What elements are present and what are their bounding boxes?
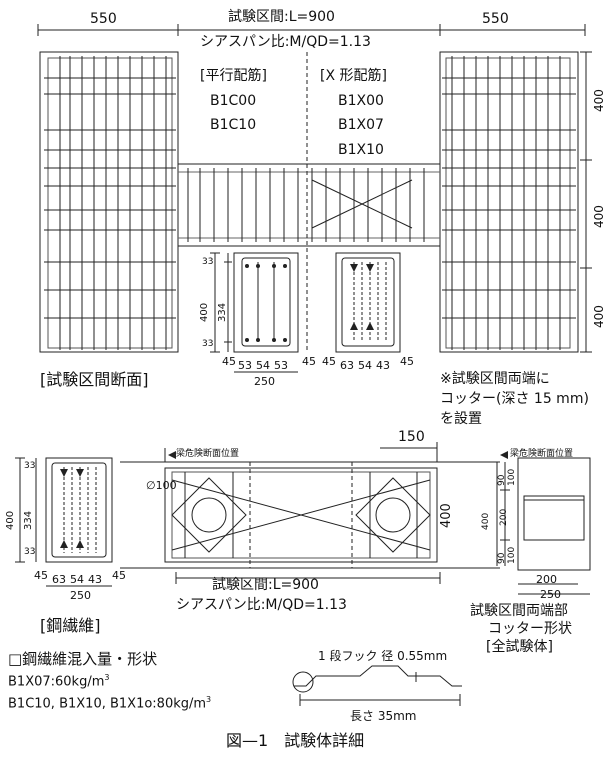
right-stub bbox=[439, 51, 579, 353]
sec2-w2: 54 bbox=[358, 359, 372, 372]
fiber-heading: □鋼繊維混入量・形状 bbox=[8, 650, 158, 668]
sec-d33a: 33 bbox=[202, 257, 214, 267]
x-head: [X 形配筋] bbox=[320, 68, 387, 84]
sec-d33b: 33 bbox=[202, 339, 214, 349]
dim-400-elev: 400 bbox=[439, 503, 454, 528]
note-line-2: コッター(深さ 15 mm) bbox=[440, 391, 589, 407]
cotter-caption-3: [全試験体] bbox=[486, 639, 553, 655]
fiber-line-2: B1C10, B1X10, B1X1o:80kg/m3 bbox=[8, 695, 212, 712]
sf-d400: 400 bbox=[5, 510, 16, 530]
steel-fiber-section bbox=[15, 457, 113, 587]
sec2-w3: 43 bbox=[376, 359, 390, 372]
note-line-1: ※試験区間両端に bbox=[440, 371, 550, 387]
sf-w1: 63 bbox=[52, 573, 66, 586]
cotter-d90a: 90 bbox=[497, 474, 507, 486]
caption-section: [試験区間断面] bbox=[40, 370, 149, 389]
sf-d33a: 33 bbox=[24, 461, 36, 471]
sf-total: 250 bbox=[70, 589, 91, 602]
shear-span-bottom: シアスパン比:M/QD=1.13 bbox=[176, 597, 347, 613]
sec-left-45r: 45 bbox=[302, 355, 316, 368]
dim-right-550: 550 bbox=[482, 11, 509, 27]
cotter-d200: 200 bbox=[499, 508, 509, 526]
sec-d334: 334 bbox=[217, 302, 228, 322]
sec-left-45: 45 bbox=[222, 355, 236, 368]
sec-total: 250 bbox=[254, 375, 275, 388]
cotter-w250: 250 bbox=[540, 588, 561, 601]
sf-w3: 43 bbox=[88, 573, 102, 586]
cotter-w200: 200 bbox=[536, 573, 557, 586]
test-zone-bottom: 試験区間:L=900 bbox=[212, 577, 319, 593]
sec2-right-45: 45 bbox=[400, 355, 414, 368]
dim-right-400-a: 400 bbox=[592, 89, 606, 112]
test-zone-beam bbox=[178, 52, 440, 352]
test-zone-elevation bbox=[120, 442, 500, 584]
cotter-d90b: 90 bbox=[497, 552, 507, 564]
cotter-d100a: 100 bbox=[507, 468, 517, 486]
figure-caption: 図—1 試験体詳細 bbox=[226, 731, 365, 750]
section-parallel bbox=[210, 252, 299, 373]
sf-w2: 54 bbox=[70, 573, 84, 586]
test-zone-top: 試験区間:L=900 bbox=[228, 9, 335, 25]
sec-w3: 53 bbox=[274, 359, 288, 372]
sf-45l: 45 bbox=[34, 569, 48, 582]
fiber-hook-label: 1 段フック 径 0.55mm bbox=[318, 649, 448, 663]
x-item-2: B1X07 bbox=[338, 117, 384, 133]
sec-w2: 54 bbox=[256, 359, 270, 372]
sf-d334: 334 bbox=[23, 510, 34, 530]
parallel-head: [平行配筋] bbox=[200, 68, 267, 84]
sf-45r: 45 bbox=[112, 569, 126, 582]
fiber-line-1: B1X07:60kg/m3 bbox=[8, 673, 110, 690]
cotter-danger-label: 梁危険断面位置 bbox=[510, 449, 574, 459]
dim-right-400-c: 400 bbox=[592, 305, 606, 328]
x-item-3: B1X10 bbox=[338, 142, 384, 158]
left-stub bbox=[39, 51, 179, 353]
steel-fiber-hook bbox=[292, 665, 462, 706]
sec2-w1: 63 bbox=[340, 359, 354, 372]
cotter-d100b: 100 bbox=[507, 546, 517, 564]
cotter-caption-2: コッター形状 bbox=[488, 621, 572, 637]
danger-section-label: 梁危険断面位置 bbox=[176, 449, 240, 459]
cotter-d400: 400 bbox=[481, 512, 491, 530]
shear-span-top: シアスパン比:M/QD=1.13 bbox=[200, 34, 371, 50]
sec2-left-45: 45 bbox=[322, 355, 336, 368]
cotter-caption-1: 試験区間両端部 bbox=[470, 603, 568, 619]
x-item-1: B1X00 bbox=[338, 93, 384, 109]
hole-diameter: ∅100 bbox=[146, 479, 177, 492]
cotter-shape bbox=[496, 457, 591, 595]
dim-150: 150 bbox=[398, 429, 425, 445]
fiber-length-label: 長さ 35mm bbox=[350, 709, 417, 723]
parallel-item-1: B1C00 bbox=[210, 93, 257, 109]
sf-d33b: 33 bbox=[24, 547, 36, 557]
sec-d400: 400 bbox=[199, 302, 210, 322]
parallel-item-2: B1C10 bbox=[210, 117, 257, 133]
dim-left-550: 550 bbox=[90, 11, 117, 27]
sec-w1: 53 bbox=[238, 359, 252, 372]
note-line-3: を設置 bbox=[440, 411, 482, 427]
dim-right-400-b: 400 bbox=[592, 205, 606, 228]
caption-steel-fiber: [鋼繊維] bbox=[40, 616, 101, 635]
